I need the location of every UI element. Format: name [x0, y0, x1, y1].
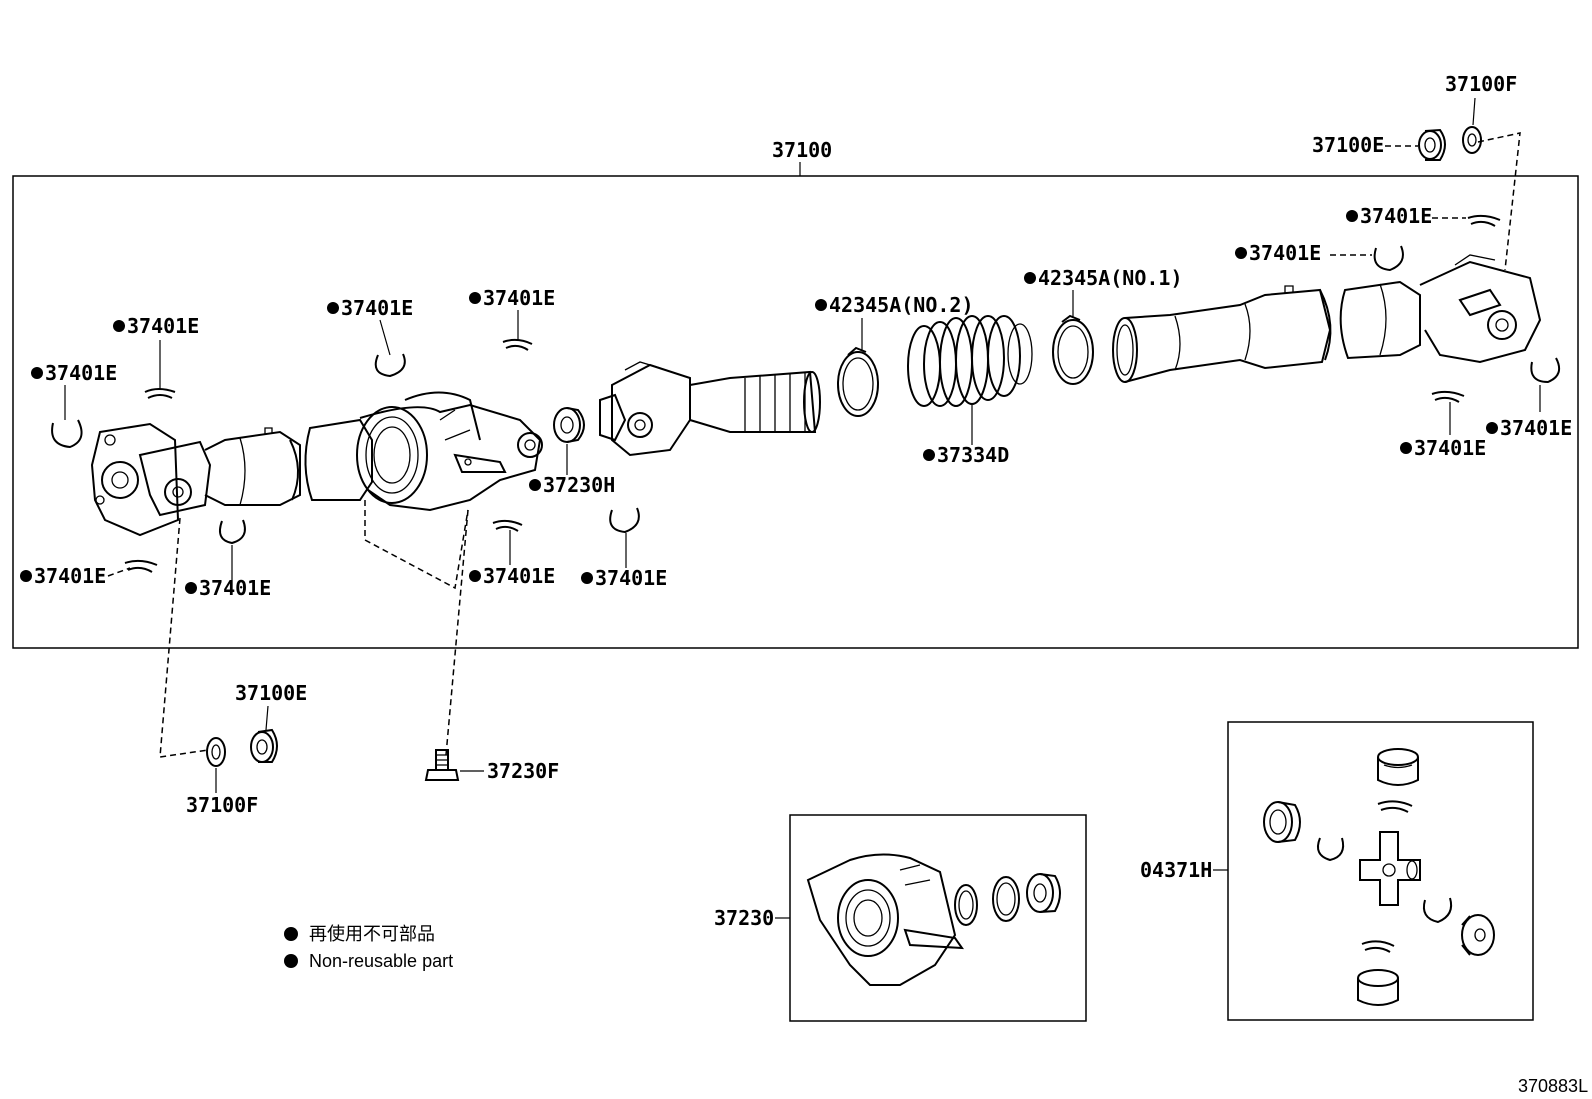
- svg-text:37401E: 37401E: [127, 314, 199, 338]
- svg-text:37401E: 37401E: [199, 576, 271, 600]
- svg-text:42345A(NO.2): 42345A(NO.2): [829, 293, 974, 317]
- assembly-guide-lines: [159, 132, 1521, 758]
- snap-ring-4: [124, 559, 158, 573]
- boot-37334d: [907, 315, 1033, 407]
- svg-text:37100F: 37100F: [1445, 72, 1517, 96]
- snap-ring-5: [374, 353, 406, 378]
- label-04371h: 04371H: [1140, 858, 1212, 882]
- svg-text:37401E: 37401E: [1360, 204, 1432, 228]
- assembly-frame-37100: [12, 175, 1579, 649]
- svg-text:37230H: 37230H: [543, 473, 615, 497]
- svg-text:再使用不可部品: 再使用不可部品: [309, 924, 435, 944]
- spider-kit-detail: [1263, 748, 1495, 1006]
- front-washer-bushing: 37100E 37100F: [186, 681, 307, 817]
- front-flange-yoke: [90, 422, 301, 537]
- clamp-42345a-no1: [1052, 314, 1094, 385]
- snap-ring-1: [51, 419, 83, 449]
- rear-flange-yoke: [1339, 254, 1542, 364]
- svg-text:37401E: 37401E: [483, 564, 555, 588]
- bolt-37230f: 37230F: [424, 749, 559, 783]
- snap-ring-callouts: 37401E 37401E 37401E 37401E 37401E 37401…: [20, 204, 1572, 600]
- rear-shaft-tube: [1112, 285, 1332, 383]
- label-37100: 37100: [772, 138, 832, 162]
- snap-ring-3: [219, 519, 246, 545]
- snap-ring-11: [1530, 357, 1561, 384]
- snap-ring-12: [1431, 390, 1465, 403]
- svg-text:37100E: 37100E: [1312, 133, 1384, 157]
- svg-text:Non-reusable part: Non-reusable part: [309, 951, 453, 971]
- svg-text:37401E: 37401E: [341, 296, 413, 320]
- svg-text:37401E: 37401E: [34, 564, 106, 588]
- legend: 再使用不可部品 Non-reusable part: [284, 924, 453, 971]
- svg-text:37401E: 37401E: [483, 286, 555, 310]
- seal-37230h: [553, 407, 585, 443]
- snap-ring-2: [144, 388, 176, 399]
- diagram-id: 370883L: [1518, 1076, 1588, 1096]
- svg-text:37401E: 37401E: [595, 566, 667, 590]
- snap-rings: [51, 214, 1561, 573]
- svg-text:37401E: 37401E: [1414, 436, 1486, 460]
- center-bearing-box: [789, 814, 1087, 1022]
- snap-ring-8: [609, 507, 640, 534]
- snap-ring-7: [492, 519, 523, 532]
- spider-kit-box: [1227, 721, 1534, 1021]
- svg-text:37401E: 37401E: [1500, 416, 1572, 440]
- svg-text:37100E: 37100E: [235, 681, 307, 705]
- svg-text:37401E: 37401E: [1249, 241, 1321, 265]
- center-universal-joint: [599, 361, 821, 457]
- label-37230: 37230: [714, 906, 774, 930]
- front-shaft-with-center-bearing: [304, 391, 543, 512]
- component-callouts: 37230H 42345A(NO.2) 42345A(NO.1) 37334D: [529, 266, 1183, 497]
- svg-text:37334D: 37334D: [937, 443, 1009, 467]
- svg-text:37401E: 37401E: [45, 361, 117, 385]
- svg-text:37230F: 37230F: [487, 759, 559, 783]
- rear-washer-bushing: 37100F 37100E: [1312, 72, 1517, 161]
- clamp-42345a-no2: [837, 346, 879, 417]
- snap-ring-9: [1467, 214, 1501, 227]
- snap-ring-10: [1373, 245, 1404, 272]
- svg-text:37100F: 37100F: [186, 793, 258, 817]
- svg-text:42345A(NO.1): 42345A(NO.1): [1038, 266, 1183, 290]
- center-bearing-detail: [806, 853, 1061, 986]
- snap-ring-6: [502, 338, 533, 351]
